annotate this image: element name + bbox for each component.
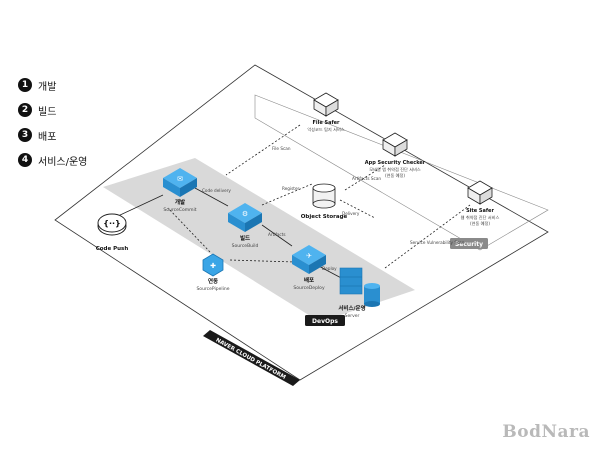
pipeline-icon: ✚ [210,262,216,270]
edge-labels: File Scan Code delivery Artifacts Deploy… [202,146,465,271]
devops-tag [305,315,345,326]
pipeline-node: ✚ 연동 SourcePipeline [196,253,230,292]
build-node: ⚙ 빌드 SourceBuild [228,203,262,249]
security-tag [450,238,488,249]
file-safer-node: File Safer 악성코드 탐지 서비스 [307,92,345,133]
app-checker-line2: (연동 예정) [385,172,405,179]
site-safer-line2: (연동 예정) [470,220,490,227]
legend-number: 3 [18,128,32,142]
file-scan-arrow [225,124,301,176]
platform-label: NAVER CLOUD PLATFORM [215,337,287,380]
register-label: Register [282,186,300,191]
brand-logo: BodNara [502,422,590,442]
build-sub: SourceBuild [232,243,259,249]
legend-number: 4 [18,153,32,167]
code-push-node: {··} Code Push [96,213,129,252]
pipeline-title: 연동 [208,277,218,285]
deploy-icon: ✈ [306,252,312,260]
commit-sub: SourceCommit [163,207,196,213]
devops-label: DevOps [312,318,338,325]
file-safer-sub: 악성코드 탐지 서비스 [307,126,344,133]
artifacts-build-label: Artifacts [268,232,286,237]
security-area [254,94,549,251]
deploy-title: 배포 [304,276,314,284]
commit-icon: ✉ [177,175,183,183]
app-checker-line1: 모바일 앱 취약점 진단 서비스 [369,166,421,173]
site-safer-title: Site Safer [466,208,494,214]
code-push-arrow [117,194,164,217]
delivery-label: Delivery [342,211,360,216]
legend-label: 빌드 [38,106,57,118]
code-icon: {··} [103,219,120,228]
app-checker-node: App Security Checker 모바일 앱 취약점 진단 서비스 (연… [365,132,426,179]
commit-node: ✉ 개발 SourceCommit [163,168,197,213]
legend-label: 배포 [38,131,57,143]
devops-band [103,158,415,322]
artifacts-build-arrow [261,224,293,247]
site-safer-node: Site Safer 웹 취약점 진단 서비스 (연동 예정) [461,180,500,227]
commit-title: 개발 [175,198,185,206]
object-storage-node: Object Storage [301,183,348,220]
code-delivery-arrow [194,187,229,207]
security-label: Security [455,241,483,248]
legend-item: 2 빌드 [18,99,87,121]
register-arrow [261,183,313,206]
deploy-node: ✈ 배포 SourceDeploy [292,245,326,291]
site-safer-line1: 웹 취약점 진단 서비스 [461,214,500,221]
build-title: 빌드 [240,234,250,242]
build-icon: ⚙ [242,210,248,218]
file-scan-label: File Scan [272,146,291,151]
legend: 1 개발 2 빌드 3 배포 4 서비스/운영 [18,74,87,174]
legend-number: 2 [18,103,32,117]
file-safer-title: File Safer [313,120,341,126]
service-scan-arrow [384,204,471,269]
pipeline-sub: SourcePipeline [196,286,229,292]
code-delivery-label: Code delivery [202,188,231,193]
legend-item: 4 서비스/운영 [18,149,87,171]
pipeline-link-2 [229,259,296,263]
app-checker-title: App Security Checker [365,160,426,166]
object-storage-label: Object Storage [301,214,348,220]
artifacts-scan-label: Artifacts Scan [352,176,381,181]
deploy-sub: SourceDeploy [293,285,325,291]
legend-number: 1 [18,78,32,92]
legend-item: 1 개발 [18,74,87,96]
platform-tag [203,330,300,386]
server-sub: Server [345,313,360,319]
legend-label: 개발 [38,81,57,93]
legend-label: 서비스/운영 [38,156,88,168]
service-scan-label: Service Vulnerability Scan [410,240,465,245]
connectors [117,124,471,281]
server-node: 서비스/운영 Server [338,267,380,319]
server-title: 서비스/운영 [338,304,365,312]
delivery-arrow [339,199,376,219]
legend-item: 3 배포 [18,124,87,146]
deploy-label: Deploy [322,266,337,271]
code-push-label: Code Push [96,246,129,252]
